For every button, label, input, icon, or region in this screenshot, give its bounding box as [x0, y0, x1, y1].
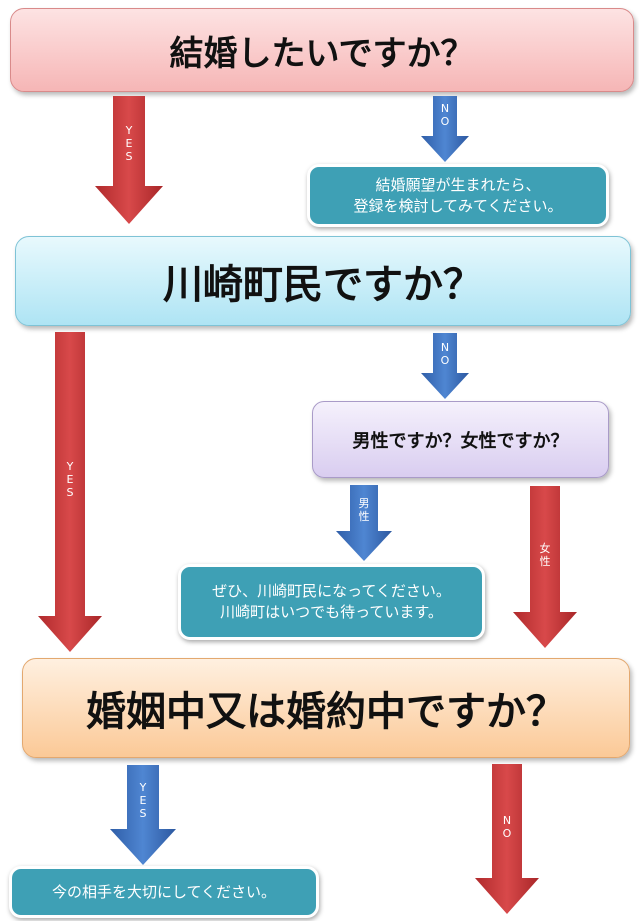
question-gender: 男性ですか？女性ですか？: [312, 401, 609, 478]
answer-cherish-partner: 今の相手を大切にしてください。: [9, 866, 319, 918]
question-kawasaki-resident-text: 川崎町民ですか？: [163, 262, 483, 308]
question-married-or-engaged: 婚姻中又は婚約中ですか？: [22, 658, 630, 758]
arrow-no-1-label-o: O: [440, 115, 450, 128]
arrow-female-label-1: 女: [539, 542, 551, 555]
arrow-no-3-label-o: O: [502, 827, 512, 840]
arrow-no-2: N O: [421, 333, 469, 399]
answer-become-resident-line-1: ぜひ、川崎町民になってください。: [212, 582, 451, 600]
question-want-marriage-text: 結婚したいですか？: [169, 33, 475, 74]
arrow-male-label-2: 性: [358, 510, 370, 523]
arrow-no-1-label-n: N: [440, 102, 450, 115]
arrow-no-2-label-n: N: [440, 341, 450, 354]
arrow-yes-3-label-s: S: [139, 807, 147, 820]
arrow-yes-3: Y E S: [110, 765, 176, 865]
answer-become-resident: ぜひ、川崎町民になってください。 川崎町はいつでも待っています。: [178, 564, 485, 640]
answer-consider-registration-line-2: 登録を検討してみてください。: [353, 196, 563, 215]
answer-become-resident-line-2: 川崎町はいつでも待っています。: [220, 603, 443, 621]
arrow-yes-3-label-y: Y: [139, 781, 147, 794]
arrow-male: 男 性: [336, 485, 392, 561]
arrow-yes-2-label-e: E: [66, 473, 74, 486]
arrow-male-label-1: 男: [358, 497, 370, 510]
question-gender-text: 男性ですか？女性ですか？: [352, 430, 569, 452]
arrow-yes-1-label-y: Y: [125, 124, 133, 137]
arrow-no-3-label-n: N: [502, 814, 512, 827]
arrow-yes-1-label-e: E: [125, 137, 133, 150]
arrow-yes-2: Y E S: [38, 332, 102, 652]
question-married-or-engaged-text: 婚姻中又は婚約中ですか？: [86, 689, 566, 735]
arrow-yes-2-label-s: S: [66, 486, 74, 499]
arrow-female: 女 性: [513, 486, 577, 648]
question-kawasaki-resident: 川崎町民ですか？: [15, 236, 631, 326]
arrow-no-2-label-o: O: [440, 354, 450, 367]
arrow-yes-1: Y E S: [95, 96, 163, 224]
arrow-female-label-2: 性: [539, 555, 551, 568]
arrow-no-3: N O: [475, 764, 539, 914]
question-want-marriage: 結婚したいですか？: [10, 8, 634, 92]
arrow-yes-3-label-e: E: [139, 794, 147, 807]
arrow-yes-2-label-y: Y: [66, 460, 74, 473]
answer-consider-registration: 結婚願望が生まれたら、 登録を検討してみてください。: [307, 164, 609, 227]
answer-consider-registration-line-1: 結婚願望が生まれたら、: [375, 175, 541, 194]
arrow-no-1: N O: [421, 96, 469, 162]
arrow-yes-1-label-s: S: [125, 150, 133, 163]
answer-cherish-partner-line-1: 今の相手を大切にしてください。: [51, 882, 277, 901]
